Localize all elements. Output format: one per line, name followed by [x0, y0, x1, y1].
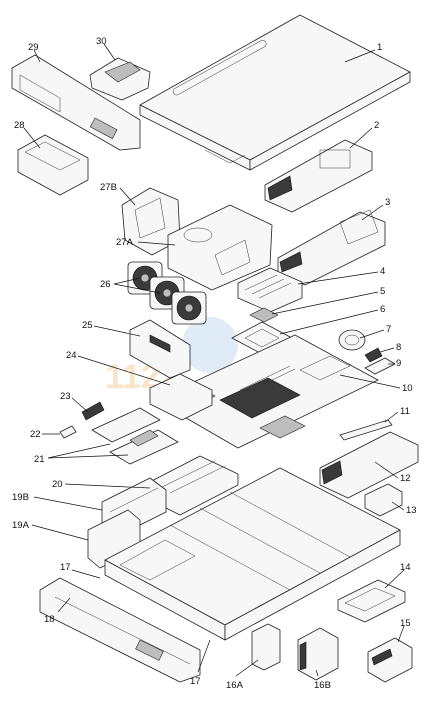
part-module-15: [367, 637, 413, 683]
label-12: 12: [400, 473, 411, 484]
label-20: 20: [52, 479, 63, 490]
part-processor-5: [249, 307, 279, 323]
part-filler-13: [364, 483, 403, 517]
label-6: 6: [380, 304, 385, 315]
leader-lines: [23, 43, 405, 677]
label-16a: 16A: [226, 680, 244, 691]
part-air-baffle-27a: [167, 204, 273, 291]
part-filler-16a: [251, 623, 281, 671]
label-18: 18: [44, 614, 55, 625]
label-10: 10: [402, 383, 413, 394]
part-21: [91, 407, 179, 465]
label-7: 7: [386, 324, 391, 335]
part-top-cover: [139, 14, 411, 171]
part-fans: [127, 261, 207, 325]
label-17-bottom: 17: [190, 676, 201, 687]
part-9: [364, 357, 396, 375]
part-bezel-panel: [11, 54, 141, 151]
label-17-top: 17: [60, 562, 71, 573]
part-23: [81, 401, 105, 421]
label-1: 1: [377, 42, 382, 53]
label-8: 8: [396, 342, 401, 353]
label-2: 2: [374, 120, 379, 131]
part-heatsink-4: [237, 267, 303, 313]
part-7: [338, 329, 366, 351]
label-14: 14: [400, 562, 411, 573]
part-drive-cage-28: [17, 134, 89, 196]
label-23: 23: [60, 391, 71, 402]
part-chassis: [104, 467, 401, 641]
part-optical-drive-14: [337, 579, 406, 623]
label-25: 25: [82, 320, 93, 331]
part-drive-16b: [297, 627, 339, 681]
part-bracket-2: [264, 139, 373, 213]
label-28: 28: [14, 120, 25, 131]
label-4: 4: [380, 266, 385, 277]
part-front-panel-18: [39, 577, 201, 683]
label-11: 11: [400, 406, 410, 417]
part-bracket-3: [277, 209, 386, 286]
part-24: [149, 373, 213, 421]
label-24: 24: [66, 350, 77, 361]
label-26: 26: [100, 279, 111, 290]
label-21: 21: [34, 454, 45, 465]
label-13: 13: [406, 505, 417, 516]
callout-labels: 1 2 3 4 5 6 7 8 9 10 11 12 13 14 15 16A …: [12, 36, 417, 691]
label-19b: 19B: [12, 492, 29, 503]
label-27b: 27B: [100, 182, 117, 193]
part-power-supply-12: [319, 431, 419, 499]
label-9: 9: [396, 358, 401, 369]
part-dimm-11: [339, 419, 393, 441]
part-22: [59, 425, 77, 439]
part-bracket-30: [89, 57, 151, 101]
label-30: 30: [96, 36, 107, 47]
label-22: 22: [30, 429, 41, 440]
label-15: 15: [400, 618, 411, 629]
label-5: 5: [380, 286, 385, 297]
label-16b: 16B: [314, 680, 331, 691]
label-27a: 27A: [116, 237, 134, 248]
part-8: [364, 347, 383, 363]
label-3: 3: [385, 197, 390, 208]
part-riser-25: [129, 319, 191, 379]
label-29: 29: [28, 42, 39, 53]
label-19a: 19A: [12, 520, 30, 531]
